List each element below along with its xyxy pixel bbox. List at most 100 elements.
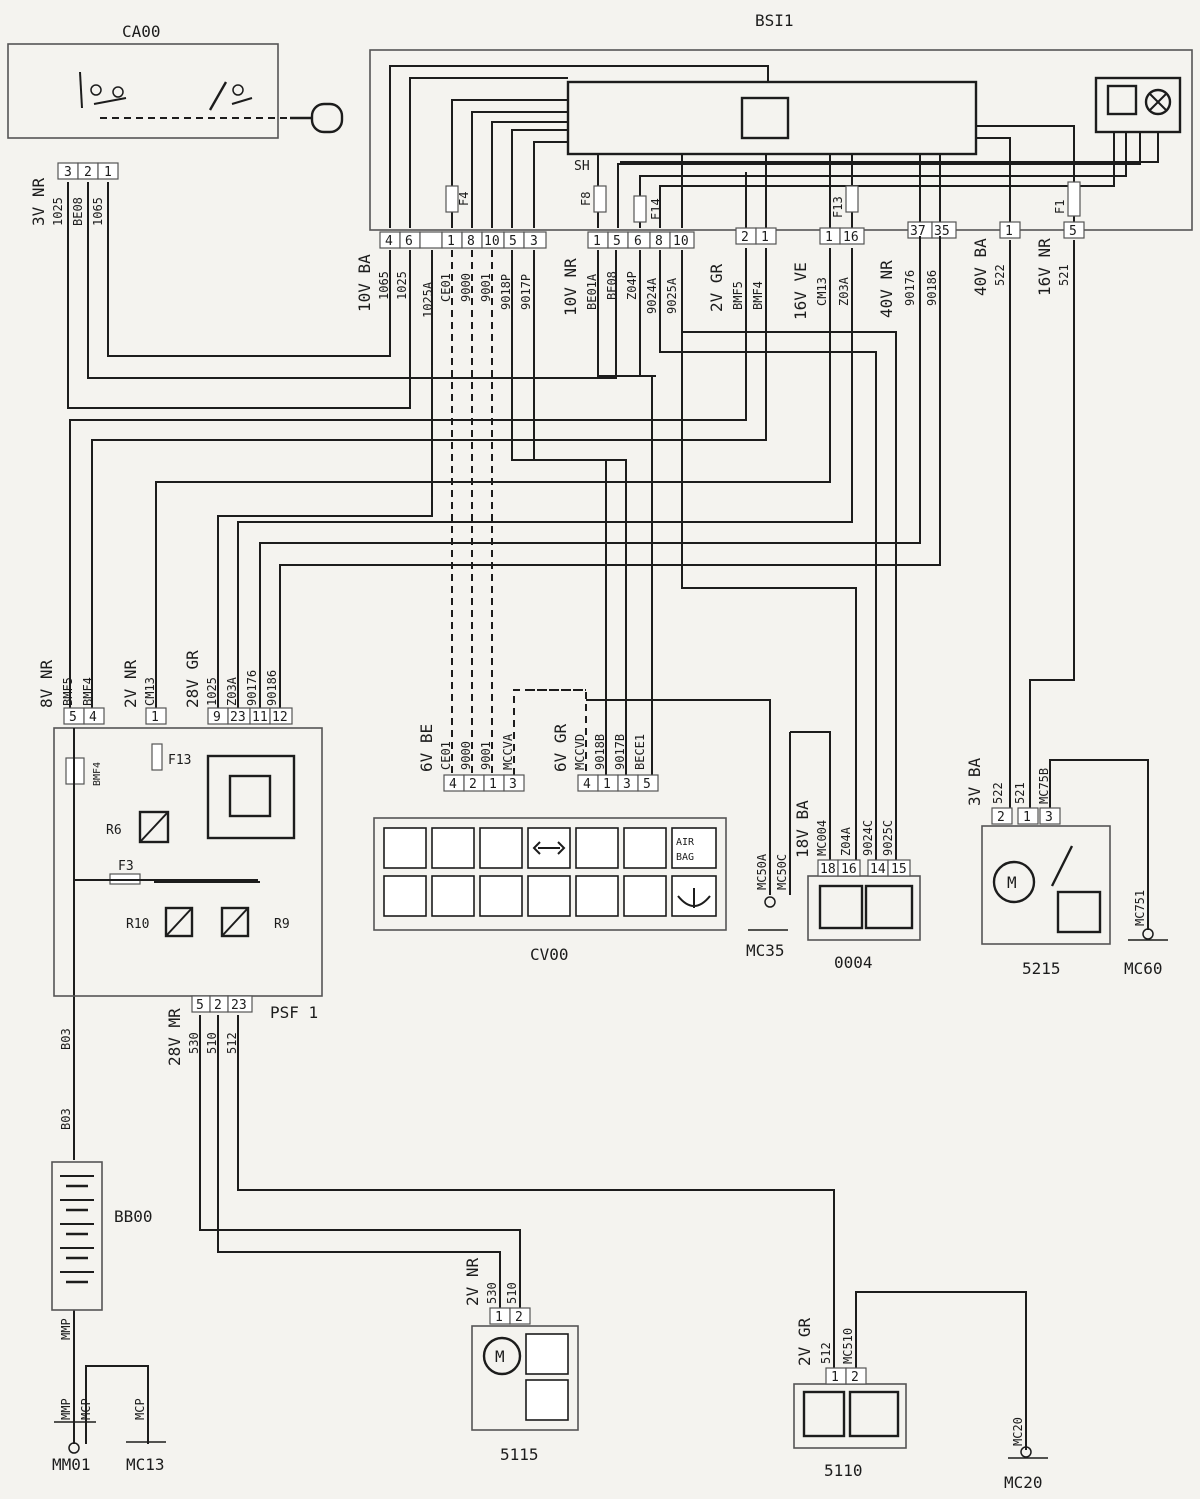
- fuse-label: F14: [649, 198, 663, 220]
- warning-lamp-icon: [1144, 88, 1172, 116]
- c5215-wiper-motor: M 5215 2 1 3 3V BA 522 521 MC75B: [965, 757, 1111, 978]
- microchip-icon: [228, 774, 272, 818]
- main-beam-icon: [479, 827, 523, 869]
- headlight-icon: [431, 827, 475, 869]
- shield-label: SH: [574, 159, 590, 174]
- relay-label: R10: [126, 917, 149, 932]
- pin: 1: [151, 710, 159, 725]
- microchip-icon: [818, 884, 864, 930]
- motor-icon: [482, 1336, 522, 1376]
- wire-id: BE01A: [585, 273, 599, 310]
- connector-code: 16V VE: [791, 262, 810, 320]
- pin: 1: [447, 234, 455, 249]
- pin: 8: [655, 234, 663, 249]
- wire-id: 1025: [395, 271, 409, 300]
- relay-icon: R6: [106, 810, 170, 844]
- connector-code: 2V GR: [707, 263, 726, 312]
- wire-id: 90186: [925, 270, 939, 306]
- pin: 2: [851, 1370, 859, 1385]
- mc60-ground: MC751 MC60: [1124, 890, 1168, 978]
- pin: 35: [934, 224, 950, 239]
- wire-id: 90186: [265, 670, 279, 706]
- wire-id: 90176: [903, 270, 917, 306]
- wire-id: CE01: [439, 741, 453, 770]
- mc13-label: MC13: [126, 1455, 165, 1474]
- wire-id: 512: [225, 1032, 239, 1054]
- rear-wiper-icon: [525, 1379, 569, 1421]
- fuse-icon: [593, 185, 607, 213]
- wire-id: 530: [485, 1282, 499, 1304]
- horn-icon: [479, 875, 523, 917]
- pin: 1: [1005, 224, 1013, 239]
- pin: 3: [64, 165, 72, 180]
- motor-icon: [992, 860, 1036, 904]
- wire-id: MC004: [815, 820, 829, 856]
- fuse-icon: [151, 743, 163, 771]
- wire-id: MC510: [841, 1328, 855, 1364]
- bsi1-module: BSI1 SH: [369, 11, 1193, 231]
- connector-code: 28V GR: [183, 650, 202, 708]
- relay-label: R6: [106, 823, 122, 838]
- hf-phone-icon: [623, 875, 667, 917]
- wire-id: 510: [505, 1282, 519, 1304]
- pin: 4: [583, 777, 591, 792]
- switch-icon: [1056, 890, 1102, 934]
- connector-code: 10V NR: [561, 258, 580, 316]
- ca00-ignition-switch: CA00: [7, 22, 344, 139]
- wire-id: 9024C: [861, 820, 875, 856]
- pin: 5: [613, 234, 621, 249]
- wire-id: 9018P: [499, 274, 513, 310]
- pin: 6: [634, 234, 642, 249]
- wire-id: 1025: [51, 197, 65, 226]
- wire-id: BMF4: [751, 281, 765, 310]
- pin: 1: [825, 230, 833, 245]
- wire-id: B03: [59, 1028, 73, 1050]
- key-icon: [290, 102, 344, 134]
- mc20-ground: MC20 MC20: [1004, 1417, 1048, 1492]
- wire-id: MC50A: [755, 853, 769, 890]
- microchip-icon: [802, 1390, 846, 1438]
- pin: 4: [89, 710, 97, 725]
- mm01-label: MM01: [52, 1455, 91, 1474]
- airbag-icon: [671, 827, 717, 869]
- connector-code: 6V BE: [417, 724, 436, 772]
- wire-id: 521: [1013, 782, 1027, 804]
- fuse-icon: [1067, 181, 1081, 217]
- mc35-ground: MC50A MC50C MC35: [746, 853, 789, 960]
- mm01-mc13-grounds: MMP MCP MCP MM01 MC13: [52, 1398, 166, 1474]
- harness-wiring: [67, 182, 1149, 1450]
- mc60-label: MC60: [1124, 959, 1163, 978]
- wire-id: BMF4: [81, 677, 95, 706]
- connector-code: 40V NR: [877, 260, 896, 318]
- pin: 9: [213, 710, 221, 725]
- wire-id: 9025A: [665, 277, 679, 314]
- bsi1-label: BSI1: [755, 11, 794, 30]
- wire-id: 530: [187, 1032, 201, 1054]
- wire-id: Z03A: [837, 276, 851, 306]
- connector-code: 6V GR: [551, 723, 570, 772]
- rear-wiper-icon: [431, 875, 475, 917]
- psf1-fuse-box: PSF 1 BMF4 F13 R6 F3 R10 R9: [53, 727, 323, 1022]
- ca00-label: CA00: [122, 22, 161, 41]
- relay-label: R9: [274, 917, 290, 932]
- pin: 4: [449, 777, 457, 792]
- wire-id: BMF4: [92, 762, 103, 786]
- wire-id: 512: [819, 1342, 833, 1364]
- wire-id: MCCVA: [501, 733, 515, 770]
- fuse-icon: [845, 185, 859, 213]
- pin: 1: [495, 1310, 503, 1325]
- connector-code: 28V MR: [165, 1008, 184, 1066]
- airbag-text: BAG: [676, 852, 694, 863]
- pin: 16: [843, 230, 859, 245]
- pin: 5: [1069, 224, 1077, 239]
- microchip-icon: [740, 96, 790, 140]
- wire-id: 522: [993, 264, 1007, 286]
- cv00-switch-module: CV00 AIR BAG: [373, 817, 727, 964]
- pin: 8: [467, 234, 475, 249]
- wire-id: 9017B: [613, 734, 627, 770]
- pin: 18: [820, 862, 836, 877]
- wire-id: 9025C: [881, 820, 895, 856]
- battery-cells-icon: [60, 1175, 94, 1284]
- fuse-label: F4: [457, 192, 471, 206]
